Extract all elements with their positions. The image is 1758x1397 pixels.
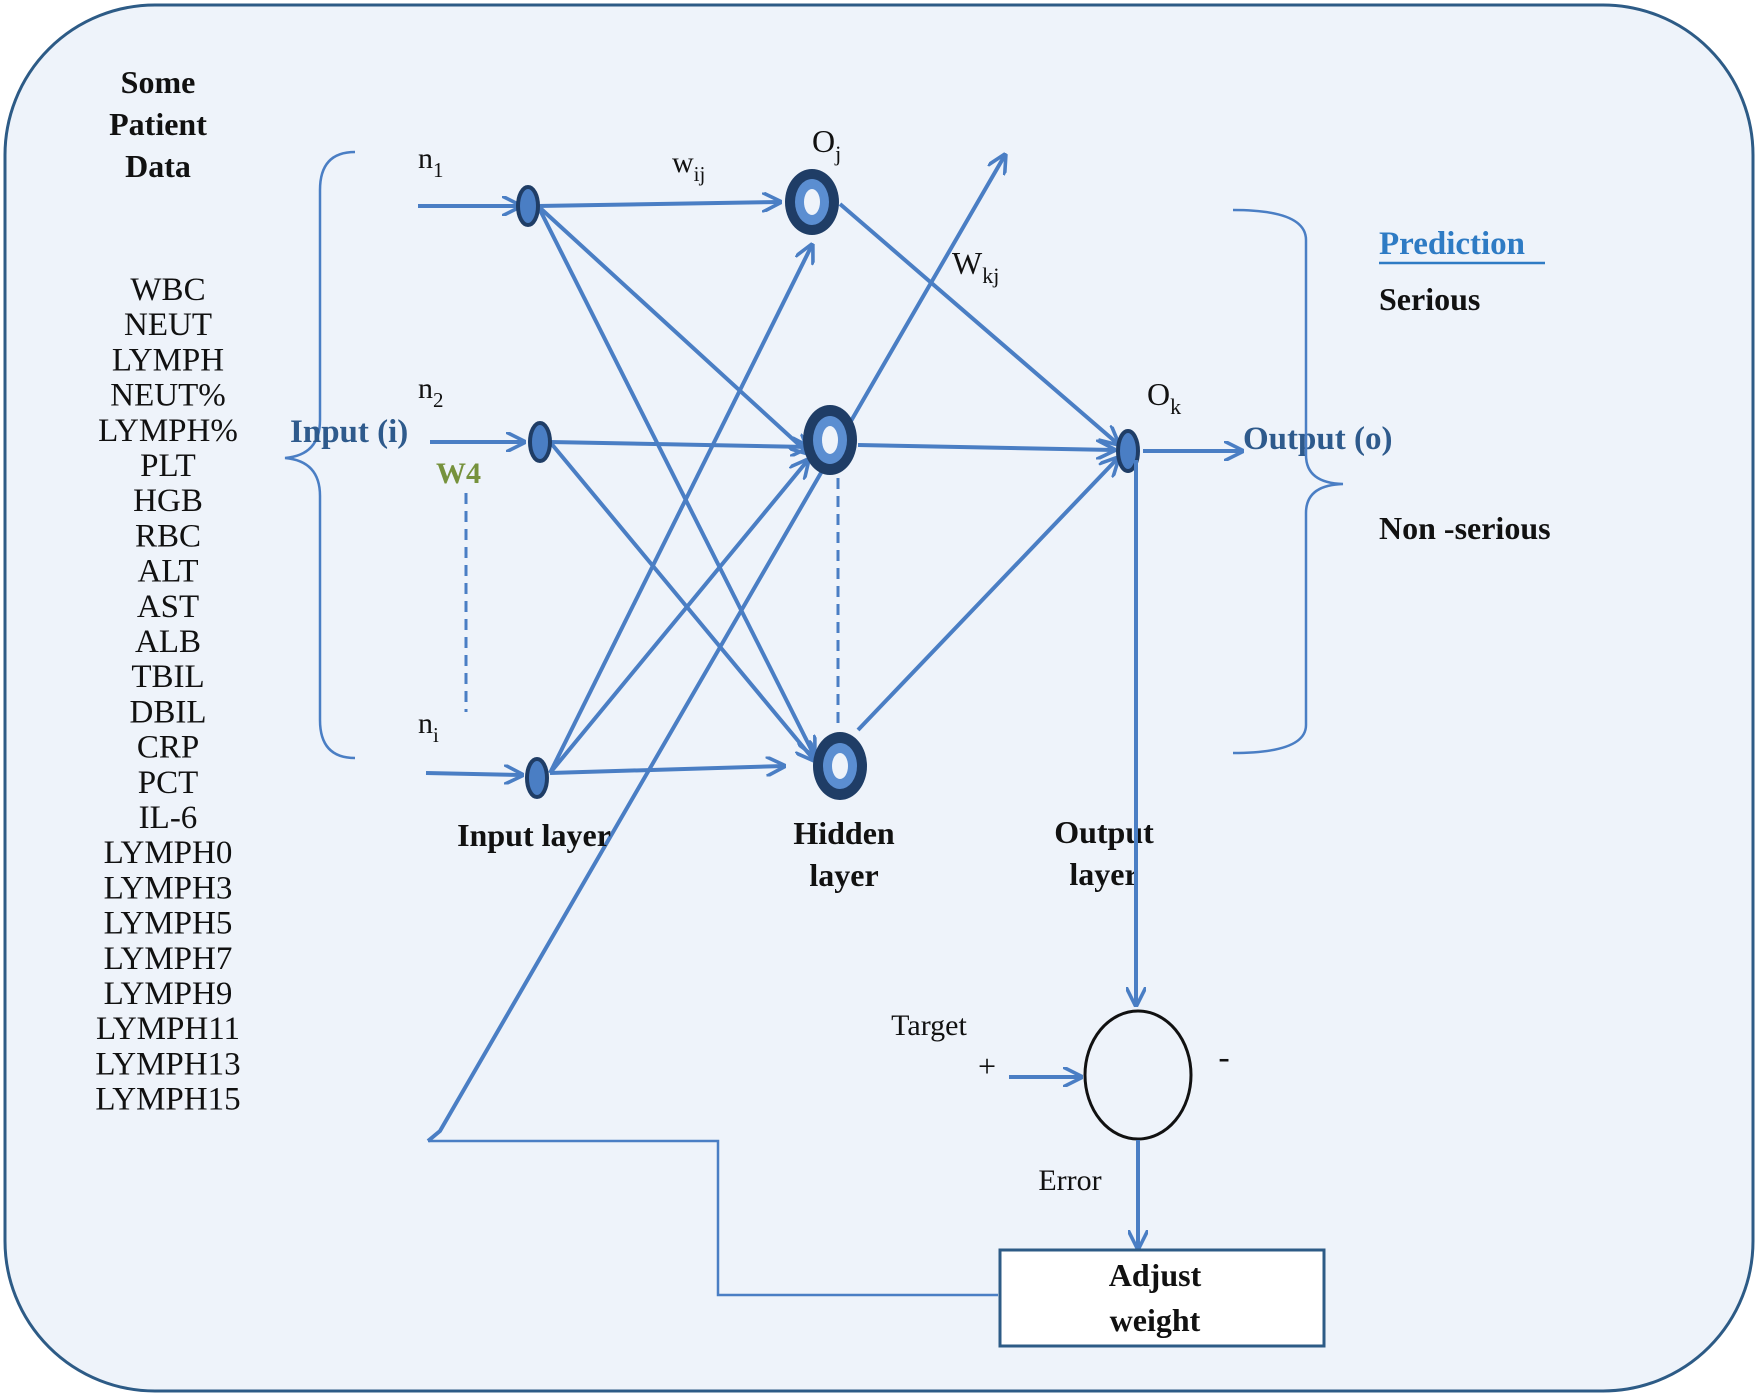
target-label: Target [891,1009,967,1042]
n1-label: n1 [418,142,444,182]
adjust-weight-line-1: Adjust [1109,1257,1202,1293]
hidden-output-connections [838,202,1118,732]
input-node-2 [528,421,552,463]
prediction-non-serious: Non -serious [1379,510,1551,546]
patient-feature-item: IL-6 [139,800,198,836]
patient-feature-item: TBIL [131,659,204,695]
hidden-node-1 [785,169,839,235]
output-brace [1232,208,1344,755]
patient-feature-item: RBC [135,518,201,554]
patient-feature-item: WBC [130,272,205,308]
output-layer-label-1: Output [1054,814,1154,850]
patient-feature-list: WBCNEUTLYMPHNEUT%LYMPH%PLTHGBRBCALTASTAL… [95,272,240,1118]
prediction-title: Prediction [1379,226,1525,262]
input-node-i [525,757,549,799]
input-node-1 [516,185,540,227]
patient-feature-item: AST [137,589,199,625]
input-brace [284,150,356,760]
patient-feature-item: ALB [135,624,201,660]
patient-feature-item: CRP [137,730,199,766]
adjust-weight-line-2: weight [1110,1302,1201,1338]
input-layer-label: Input layer [457,817,611,853]
heading-line-1: Some [121,64,196,100]
diagram-panel [3,3,1755,1393]
output-node [1116,429,1140,473]
weight-update-arrow [426,155,1005,1143]
patient-feature-item: LYMPH% [98,413,238,449]
plus-sign: + [978,1048,996,1084]
patient-feature-item: DBIL [130,694,207,730]
output-label: Output (o) [1243,421,1392,457]
comparator-circle [1083,1009,1193,1141]
patient-feature-item: LYMPH11 [96,1011,240,1047]
patient-data-heading: Some Patient Data [109,64,207,184]
patient-feature-item: NEUT% [110,378,225,414]
wkj-label: Wkj [952,245,999,288]
output-layer-label-2: layer [1069,856,1138,892]
hidden-node-3 [813,732,867,800]
patient-feature-item: LYMPH0 [104,835,233,871]
ni-label: ni [418,707,439,747]
patient-feature-item: LYMPH13 [95,1046,240,1082]
w4-label: W4 [436,457,481,490]
ok-label: Ok [1147,376,1181,419]
minus-sign: - [1218,1039,1229,1076]
prediction-serious: Serious [1379,281,1480,317]
patient-feature-item: LYMPH [112,342,224,378]
patient-feature-item: LYMPH9 [104,976,233,1012]
patient-feature-item: PLT [140,448,196,484]
heading-line-2: Patient [109,106,207,142]
hidden-layer-label-1: Hidden [793,815,895,851]
patient-feature-item: LYMPH7 [104,941,233,977]
patient-feature-item: HGB [133,483,203,519]
oj-label: Oj [812,123,841,166]
patient-feature-item: ALT [137,554,198,590]
patient-feature-item: NEUT [124,307,212,343]
input-arrow-i [425,773,522,775]
hidden-layer-label-2: layer [809,857,878,893]
adjust-weight-box [998,1248,1326,1348]
patient-feature-item: PCT [138,765,199,801]
patient-feature-item: LYMPH3 [104,870,233,906]
input-label: Input (i) [290,414,408,450]
hidden-node-2 [803,405,857,475]
feedback-line [428,1139,998,1297]
n2-label: n2 [418,372,444,412]
error-label: Error [1038,1164,1101,1197]
input-hidden-connections [536,202,814,773]
patient-feature-item: LYMPH15 [95,1082,240,1118]
patient-feature-item: LYMPH5 [104,906,233,942]
wij-label: wij [672,146,705,186]
heading-line-3: Data [125,148,191,184]
